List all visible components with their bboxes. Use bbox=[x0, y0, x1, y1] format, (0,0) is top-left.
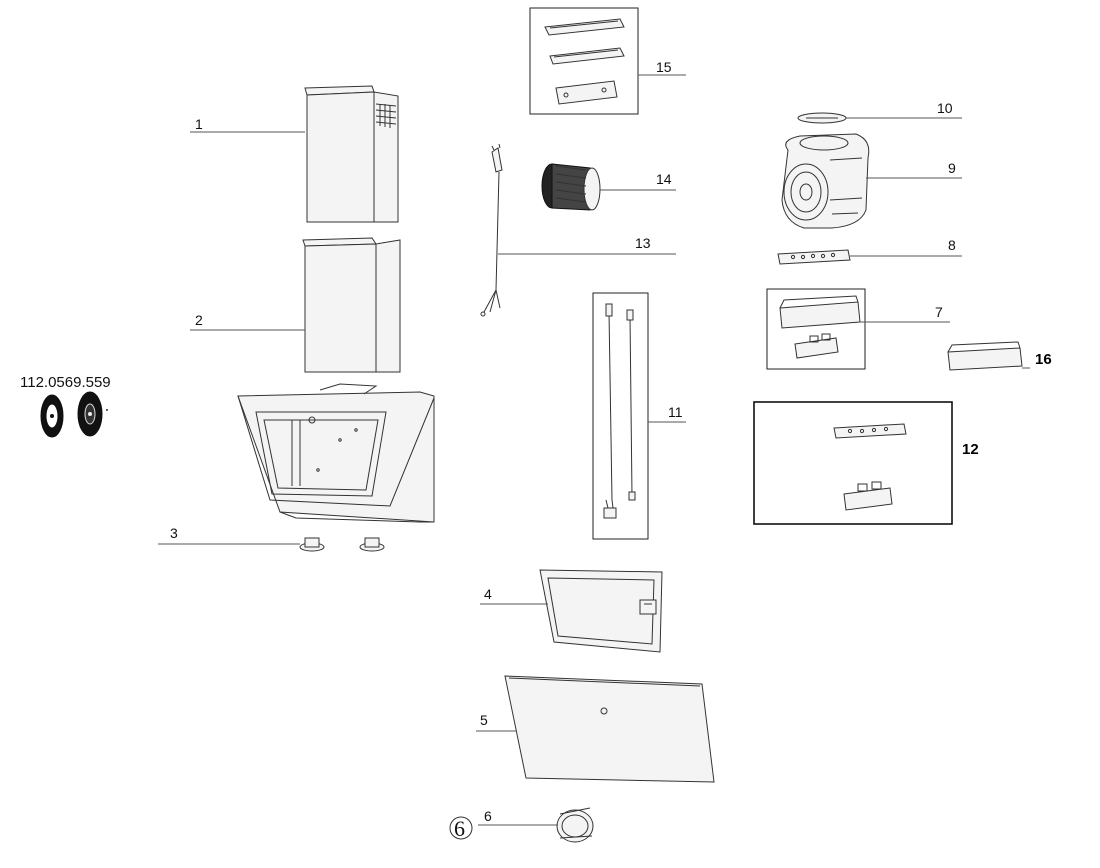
label-2: 2 bbox=[195, 312, 203, 328]
hood-body bbox=[237, 383, 435, 523]
part-6-duct-connector: 6 bbox=[449, 807, 594, 843]
part-15-brackets bbox=[529, 7, 639, 115]
label-12: 12 bbox=[962, 441, 979, 458]
part-13-power-cord bbox=[480, 143, 503, 317]
label-1: 1 bbox=[195, 116, 203, 132]
label-10: 10 bbox=[937, 100, 953, 116]
label-13: 13 bbox=[635, 235, 651, 251]
part-14-fan-wheel bbox=[541, 163, 601, 211]
part-2-lower-chimney bbox=[302, 237, 401, 373]
label-16: 16 bbox=[1035, 351, 1052, 368]
label-11: 11 bbox=[668, 404, 683, 420]
carbon-filters: 112.0569.559 bbox=[20, 374, 111, 438]
part-10-cover-disc bbox=[797, 112, 847, 124]
part-code: 112.0569.559 bbox=[20, 374, 111, 391]
part-3-knobs bbox=[299, 537, 385, 552]
label-4: 4 bbox=[484, 586, 492, 602]
part-11-led-cables bbox=[592, 292, 649, 540]
part-7-control-box bbox=[766, 288, 866, 370]
label-8: 8 bbox=[948, 237, 956, 253]
part-8-control-board bbox=[777, 249, 851, 265]
label-15: 15 bbox=[656, 59, 672, 75]
label-9: 9 bbox=[948, 160, 956, 176]
label-5: 5 bbox=[480, 712, 488, 728]
part-9-motor-blower bbox=[781, 133, 870, 229]
part-12-board-kit bbox=[753, 401, 953, 525]
label-6: 6 bbox=[484, 808, 492, 824]
label-3: 3 bbox=[170, 525, 178, 541]
label-14: 14 bbox=[656, 171, 672, 187]
part-4-grease-filter bbox=[539, 569, 663, 653]
part-16-control-box bbox=[947, 341, 1023, 371]
label-7: 7 bbox=[935, 304, 943, 320]
part-5-glass-panel bbox=[504, 675, 715, 783]
circled-six: 6 bbox=[454, 816, 465, 841]
part-1-upper-chimney bbox=[304, 85, 399, 223]
